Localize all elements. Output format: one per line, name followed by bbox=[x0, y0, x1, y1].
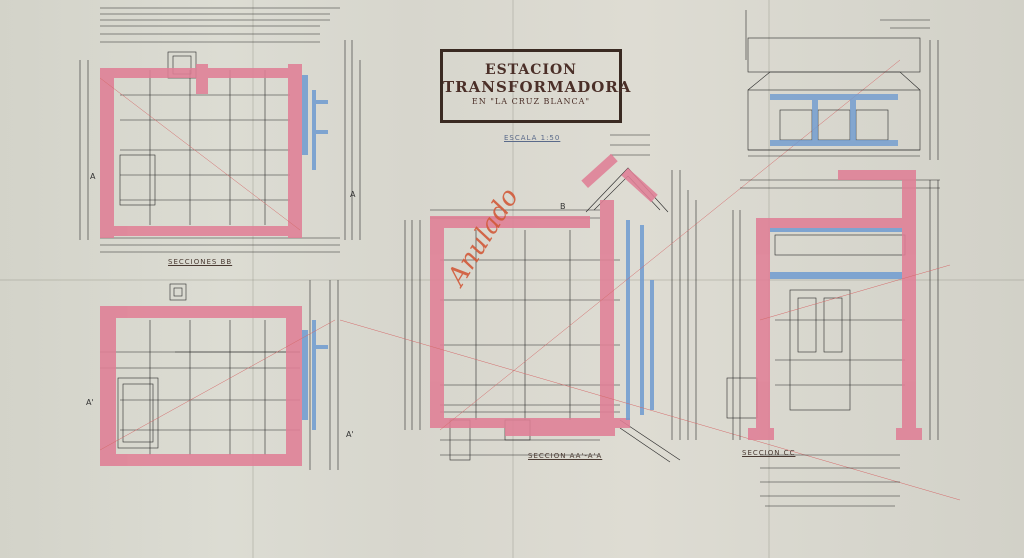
fold-line bbox=[512, 0, 514, 558]
scale-label: ESCALA 1:50 bbox=[504, 134, 561, 142]
title-line-2: TRANSFORMADORA bbox=[443, 78, 632, 96]
title-line-3: EN "LA CRUZ BLANCA" bbox=[471, 97, 591, 106]
cut-mark-b: B bbox=[560, 202, 566, 211]
section-label-aa: SECCION AA'-A'A bbox=[528, 452, 603, 460]
cut-mark-a-right: A bbox=[350, 190, 356, 199]
cut-mark-a2-left: A' bbox=[86, 398, 94, 407]
fold-line bbox=[0, 279, 1024, 281]
fold-line bbox=[252, 0, 254, 558]
section-label-cc: SECCION CC bbox=[742, 449, 796, 457]
plan-top-left bbox=[79, 7, 361, 253]
section-aa-drawing bbox=[339, 59, 961, 501]
title-line-1: ESTACION bbox=[485, 62, 577, 78]
section-label-bb: SECCIONES BB bbox=[168, 258, 233, 266]
elevation-top-right bbox=[745, 10, 939, 160]
title-block: ESTACION TRANSFORMADORA EN "LA CRUZ BLAN… bbox=[440, 49, 632, 123]
plan-bottom-left bbox=[99, 280, 339, 470]
section-cc-drawing bbox=[726, 170, 951, 507]
cut-mark-a-left: A bbox=[90, 172, 96, 181]
cut-mark-a2-right: A' bbox=[346, 430, 354, 439]
